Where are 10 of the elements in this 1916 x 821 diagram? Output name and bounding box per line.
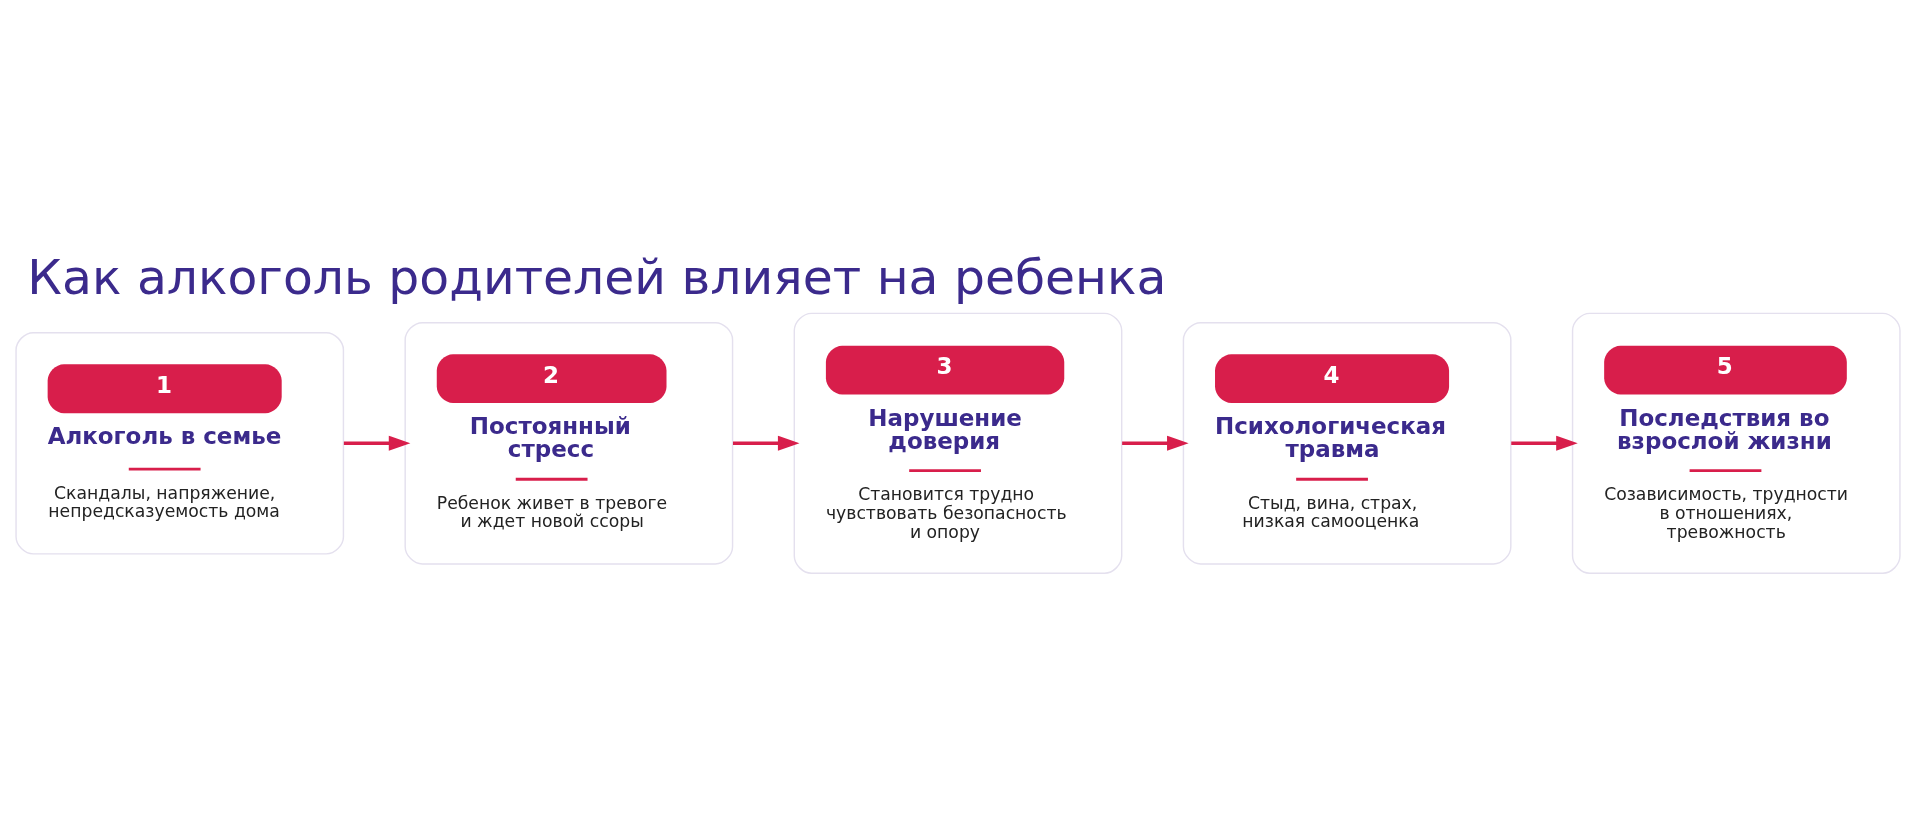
arrow [1122,435,1189,451]
node-box: 4 Психологическая травма Стыд, вина, страх, низкая самооценка [1182,321,1512,565]
arrow [1511,435,1578,451]
node-box: 1 Алкоголь в семье Скандалы, напряжение, непредсказуемость дома [15,331,345,555]
diagram-title: Как алкоголь родителей влияет на ребенка [27,248,1167,306]
node-box: 2 Постоянный стресс Ребенок живет в тревоге и ждет новой ссоры [404,321,734,565]
node-box: 5 Последствия во взрослой жизни Созависимость, трудности в отношениях, тревожность [1571,312,1901,574]
node-box: 3 Нарушение доверия Становится трудно чувствовать безопасность и опору [793,312,1123,574]
arrow [343,435,411,451]
arrow [733,435,800,451]
